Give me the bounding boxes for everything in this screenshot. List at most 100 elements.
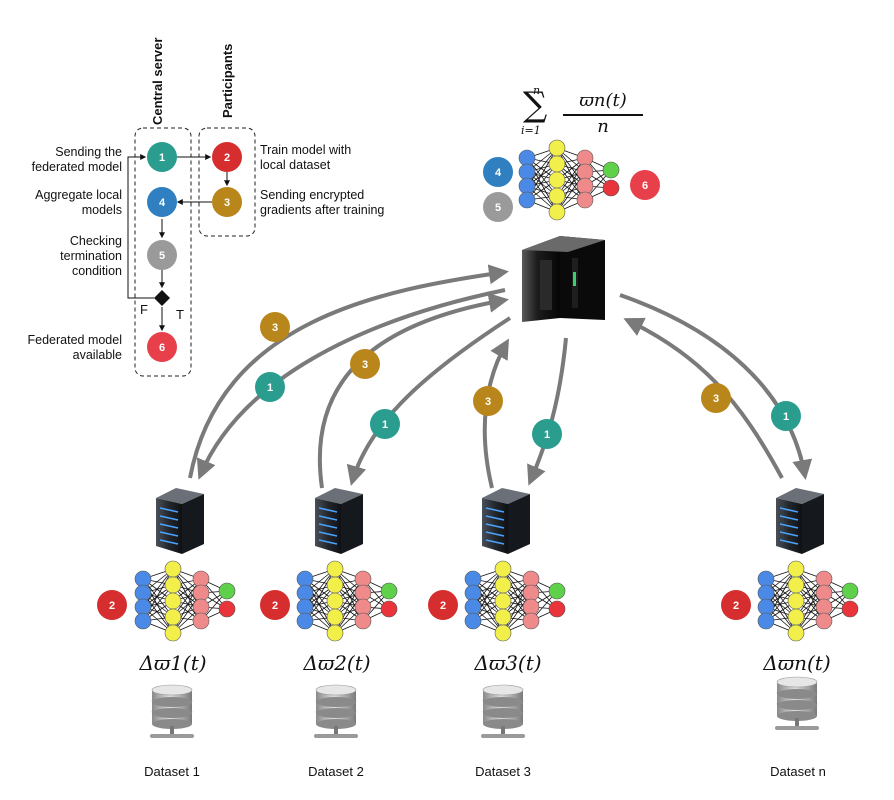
nn-neuron — [218, 582, 236, 600]
label-line: Train model with — [260, 143, 352, 157]
db-disk-bottom — [483, 719, 523, 729]
nn-neuron — [522, 570, 540, 588]
label-aggregate-local-models: Aggregate local models — [10, 188, 122, 218]
client-n-delta: Δϖn(t) — [722, 651, 872, 675]
nn-neuron — [576, 149, 594, 167]
server-light — [779, 507, 799, 513]
nn-neuron — [464, 570, 482, 588]
nn-neuron — [841, 582, 859, 600]
server-light — [318, 531, 338, 537]
label-sending-encrypted-gradients: Sending encrypted gradients after traini… — [260, 188, 430, 218]
nn-neuron — [354, 584, 372, 602]
arrow-step-3-clientn: 3 — [701, 383, 731, 413]
client2-step-2-disc — [260, 590, 290, 620]
arrow-step-1-client1-number: 1 — [267, 382, 273, 394]
nn-neuron — [576, 177, 594, 195]
nn-neuron — [296, 570, 314, 588]
nn-neuron — [134, 612, 152, 630]
nn-neuron — [787, 608, 805, 626]
arrow-clientn-to-server — [623, 317, 784, 479]
nn-neuron — [326, 608, 344, 626]
db-disk-bottom — [316, 697, 356, 707]
decision-diamond — [154, 290, 170, 306]
nn-neuron — [164, 560, 182, 578]
flow-step-6-number: 6 — [159, 342, 165, 354]
db-disk-top — [151, 684, 193, 696]
dataset-2-label: Dataset 2 — [308, 764, 364, 779]
server-light — [318, 539, 338, 545]
client1-neural-network — [134, 560, 236, 642]
nn-neuron — [192, 612, 210, 630]
flow-step-2-disc — [212, 142, 242, 172]
client-servers-layer — [150, 488, 824, 738]
db-disk-bottom — [152, 719, 192, 729]
nn-neuron — [576, 163, 594, 181]
db-disk-top — [776, 676, 818, 688]
arrow-step-3-client1-number: 3 — [272, 322, 278, 334]
nn-neuron — [494, 592, 512, 610]
db-disk-bottom — [777, 689, 817, 699]
db-disk-bottom — [152, 708, 192, 718]
flow-step-5-number: 5 — [159, 250, 165, 262]
label-line: gradients after training — [260, 203, 385, 217]
central-server-box — [134, 127, 192, 377]
nn-neuron — [815, 598, 833, 616]
nn-neuron — [787, 592, 805, 610]
nn-neuron — [192, 598, 210, 616]
clientn-step-2-disc — [721, 590, 751, 620]
server-step-4-number: 4 — [495, 167, 502, 179]
label-line: available — [72, 348, 122, 362]
arrow-step-1-client1: 1 — [255, 372, 285, 402]
fraction-numerator: ϖn(t) — [579, 90, 627, 111]
nn-neuron — [326, 592, 344, 610]
nn-neuron — [218, 600, 236, 618]
arrow-step-3-client3-disc — [473, 386, 503, 416]
db-disk-bottom — [483, 697, 523, 707]
nn-edge — [765, 592, 797, 634]
nn-neuron — [757, 612, 775, 630]
arrow-step-1-client3-disc — [532, 419, 562, 449]
nn-neuron — [522, 612, 540, 630]
clientn-neural-network — [757, 560, 859, 642]
participants-box — [198, 127, 256, 237]
arrow-step-1-clientn-number: 1 — [783, 411, 789, 423]
nn-neuron — [296, 612, 314, 630]
flow-step-3-number: 3 — [224, 197, 230, 209]
label-line: Sending encrypted — [260, 188, 365, 202]
nn-neuron — [815, 570, 833, 588]
nn-neuron — [134, 570, 152, 588]
nn-neuron — [134, 598, 152, 616]
flow-step-5-disc — [147, 240, 177, 270]
arrow-step-3-client3-number: 3 — [485, 396, 491, 408]
server-side — [341, 494, 363, 554]
arrow-server-to-clientn — [619, 293, 813, 480]
sum-symbol: ∑ — [523, 85, 548, 125]
nn-neuron — [134, 584, 152, 602]
server-side — [182, 494, 204, 554]
client1-step-2-disc — [97, 590, 127, 620]
aggregation-formula: n ∑ i=1 ϖn(t) n — [515, 84, 645, 144]
nn-neuron — [548, 155, 566, 173]
nn-neuron — [494, 576, 512, 594]
nn-neuron — [815, 612, 833, 630]
nn-edge — [526, 171, 558, 213]
client3-step-2-disc — [428, 590, 458, 620]
nn-neuron — [192, 570, 210, 588]
label-line: Checking — [69, 234, 122, 248]
dataset-2-icon — [314, 684, 358, 738]
db-disk-top — [482, 684, 524, 696]
nn-neuron — [494, 624, 512, 642]
server-step-5-disc — [483, 192, 513, 222]
server-light — [485, 515, 505, 521]
nn-neuron — [602, 161, 620, 179]
fraction-bar — [563, 114, 643, 116]
dataset-1-label: Dataset 1 — [144, 764, 200, 779]
server-light — [779, 539, 799, 545]
flow-step-3: 3 — [212, 187, 242, 217]
flow-step-4-number: 4 — [159, 197, 166, 209]
nn-neuron — [326, 576, 344, 594]
server-light — [318, 507, 338, 513]
server-step-5: 5 — [483, 192, 513, 222]
client2-step-2-number: 2 — [272, 600, 278, 612]
delta-text: Δϖ1(t) — [139, 651, 207, 675]
